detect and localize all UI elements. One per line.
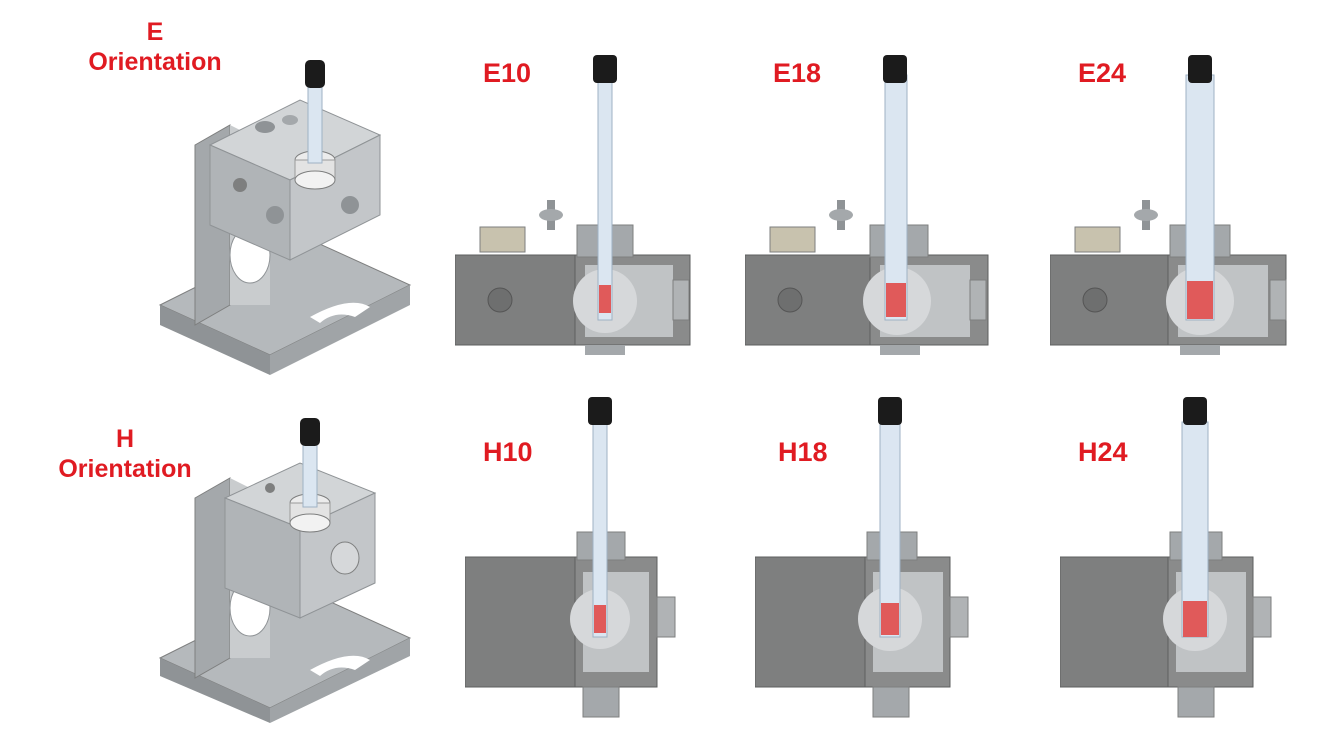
e18-cross-section — [745, 55, 989, 355]
variant-label-h10: H10 — [483, 437, 533, 467]
h-orientation-label: H Orientation — [25, 425, 225, 484]
h-orientation-letter: H — [115, 425, 135, 453]
e-orientation-label: E Orientation — [55, 18, 255, 77]
e-orientation-letter: E — [146, 18, 164, 46]
e-orientation-iso-render — [158, 60, 412, 375]
e-orientation-word: Orientation — [88, 47, 222, 76]
variant-label-e18: E18 — [773, 58, 822, 88]
variant-label-h24: H24 — [1078, 437, 1128, 467]
h24-cross-section — [1060, 397, 1272, 718]
variant-label-h18: H18 — [778, 437, 828, 467]
h18-cross-section — [755, 397, 969, 718]
variant-label-e10: E10 — [483, 58, 532, 88]
h-orientation-iso-render — [158, 418, 412, 723]
e24-cross-section — [1050, 55, 1287, 355]
h10-cross-section — [465, 397, 676, 718]
e10-cross-section — [455, 55, 691, 355]
variant-label-e24: E24 — [1078, 58, 1127, 88]
h-orientation-word: Orientation — [58, 454, 192, 483]
